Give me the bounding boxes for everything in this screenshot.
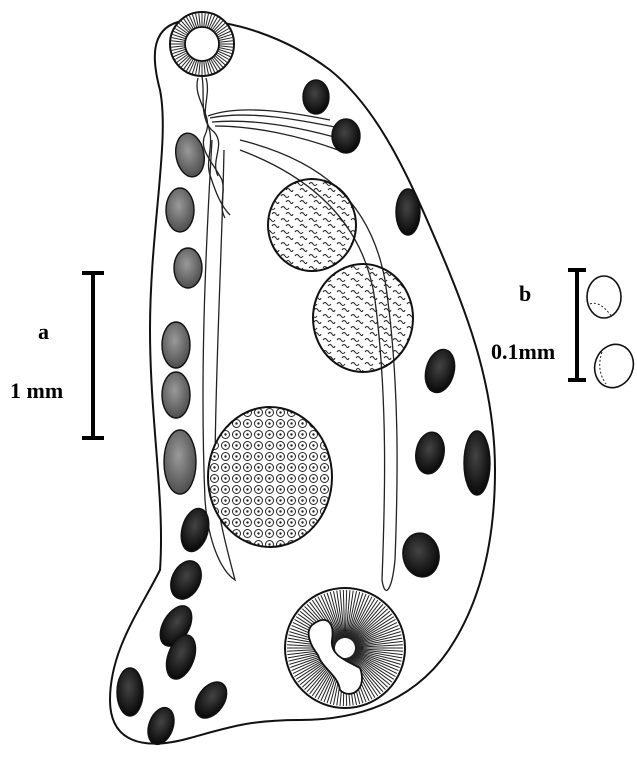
vitelline-follicle [399,530,442,580]
vitelline-follicle [177,505,214,554]
egg-1 [587,276,621,318]
vitelline-follicle [464,431,490,495]
ventral-sucker [285,588,405,708]
vitelline-follicle [396,189,420,235]
scale-label-0.1mm: 0.1mm [491,339,555,364]
vitelline-follicle [189,676,233,724]
panel-label-a: a [38,319,49,344]
vitelline-follicle [166,188,194,232]
vitelline-follicle [162,372,190,418]
vitelline-follicle [303,80,329,114]
egg-2 [589,339,637,393]
vitelline-follicle [165,556,207,604]
vitelline-follicle [172,131,207,179]
testis-posterior [313,264,413,372]
vitelline-follicle [174,248,202,288]
scale-bar-b [568,270,586,380]
vitelline-follicle [332,119,360,153]
testis-anterior [268,179,356,271]
vitelline-follicle [421,346,459,396]
vitelline-follicle [164,430,196,494]
vitelline-follicle [117,668,143,716]
panel-label-b: b [519,281,531,306]
scale-bar-a [82,273,104,438]
scale-label-1mm: 1 mm [10,378,63,403]
vitelline-follicle [413,430,448,476]
ovary [208,407,332,547]
oral-sucker [170,12,234,76]
vitelline-follicle [162,322,190,368]
